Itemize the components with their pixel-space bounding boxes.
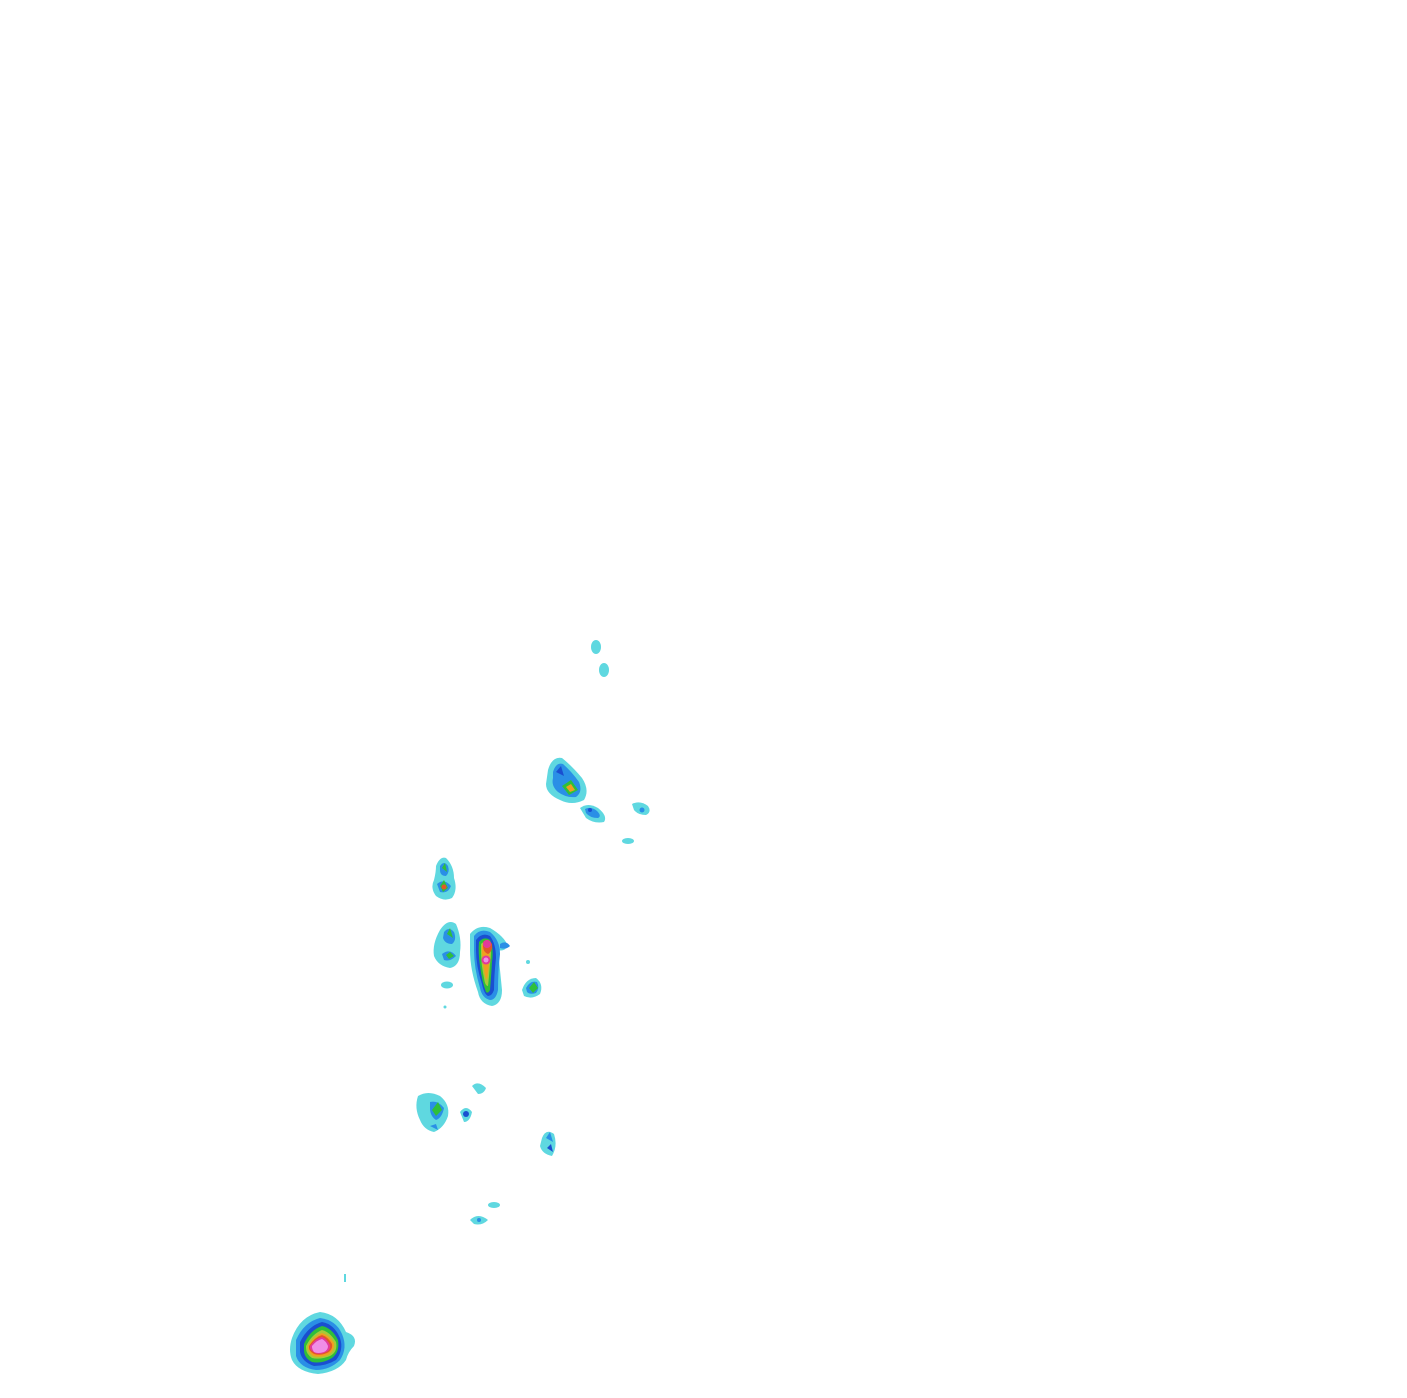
echo-cell-main-east bbox=[522, 960, 542, 998]
echo-cell-south-1 bbox=[416, 1093, 449, 1132]
echo-cell-south-4 bbox=[540, 1131, 556, 1156]
echo-cell-west-small bbox=[441, 981, 453, 1009]
echo-cell-main bbox=[470, 926, 510, 1006]
echo-cell-north-2 bbox=[599, 663, 609, 677]
echo-cell-south-2 bbox=[460, 1108, 472, 1122]
echo-cell-southwest-strong bbox=[290, 1312, 355, 1374]
echo-cell-central-east bbox=[546, 757, 587, 803]
echo-cell-east-4 bbox=[622, 838, 634, 844]
echo-cell-south-3 bbox=[472, 1083, 486, 1094]
echo-cell-east-3 bbox=[632, 802, 650, 815]
echo-cell-north-1 bbox=[591, 640, 601, 654]
echo-cell-east-2 bbox=[580, 805, 606, 823]
echo-cell-south-5 bbox=[470, 1202, 500, 1225]
echo-cell-west-2 bbox=[433, 922, 461, 968]
echo-cell-speck bbox=[344, 1274, 346, 1282]
echo-cell-west-1 bbox=[432, 857, 456, 900]
